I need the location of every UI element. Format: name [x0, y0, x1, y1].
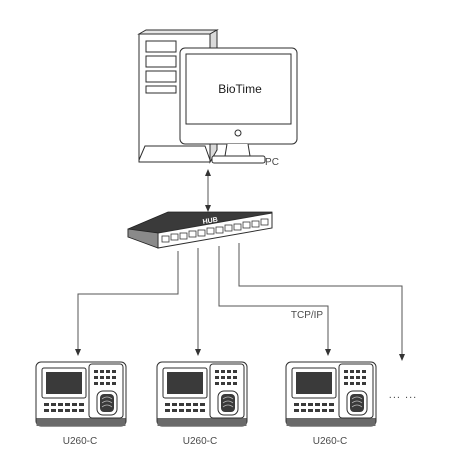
pc-label: PC	[265, 157, 279, 168]
device-terminal-3	[285, 361, 377, 427]
hub-ports	[161, 218, 269, 243]
device-terminal-1	[35, 361, 127, 427]
link-more-devices	[238, 243, 405, 361]
device-terminal-2	[156, 361, 248, 427]
hub-label: HUB	[202, 217, 218, 226]
link-device-1	[75, 251, 179, 356]
link-device-3	[218, 246, 331, 356]
device-label: U260-C	[63, 436, 97, 447]
protocol-label: TCP/IP	[291, 310, 324, 321]
device-label: U260-C	[183, 436, 217, 447]
pc-monitor	[179, 47, 298, 164]
hub-switch	[127, 211, 273, 249]
more-devices-ellipsis: ... ...	[389, 389, 417, 401]
biotime-app-label: BioTime	[218, 82, 262, 96]
device-label: U260-C	[313, 436, 347, 447]
